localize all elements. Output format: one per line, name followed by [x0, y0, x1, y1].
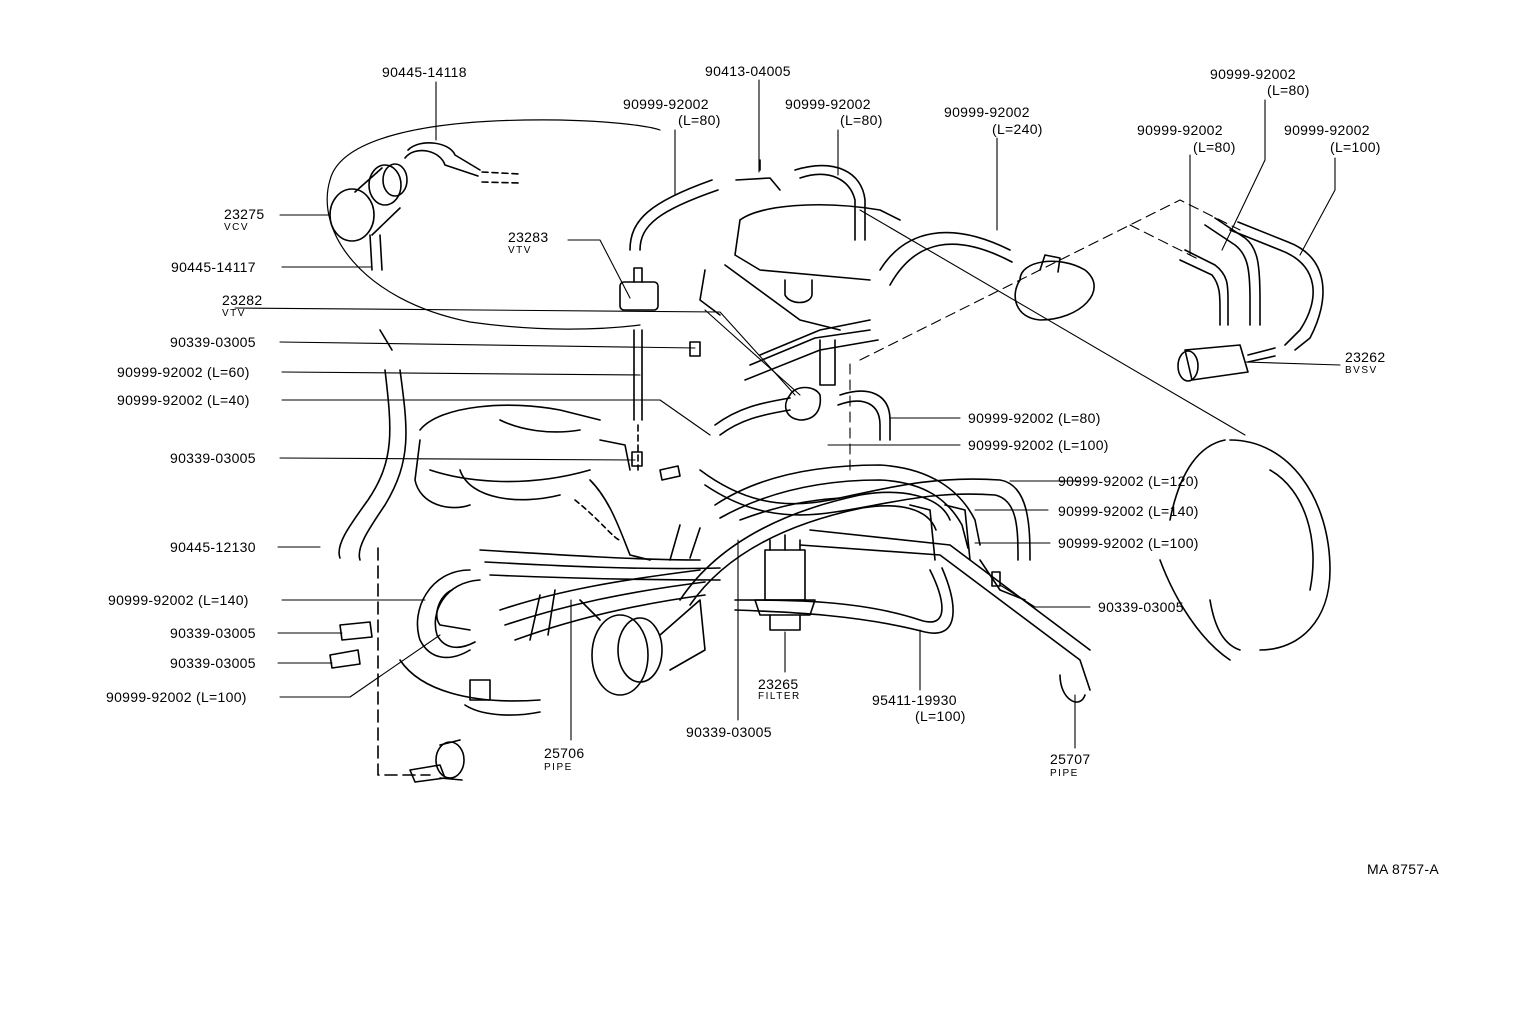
egr-valve-drawing [580, 600, 705, 695]
label-hose-tr-80a-length: (L=80) [1267, 82, 1310, 98]
label-hose-tr-100-length: (L=100) [1330, 139, 1381, 155]
label-clip-right: 90339-03005 [1098, 599, 1184, 615]
label-bvsv: BVSV [1345, 365, 1378, 376]
label-pipe2: PIPE [1050, 768, 1079, 779]
label-vtv2-number: 23282 [222, 292, 263, 308]
label-clip-bottom: 90339-03005 [686, 724, 772, 740]
pipe-bundle-25706 [480, 525, 720, 640]
label-hose-240: 90999-92002 [944, 104, 1030, 120]
label-pipe1-number: 25706 [544, 745, 585, 761]
label-hose-r140: 90999-92002 (L=140) [1058, 503, 1199, 519]
label-vtv2: VTV [222, 308, 246, 319]
label-clip-4: 90339-03005 [170, 655, 256, 671]
carburetor-outline [415, 405, 650, 560]
bvsv-hoses [1178, 218, 1323, 381]
label-filter: FILTER [758, 691, 801, 702]
reference-line [705, 210, 1245, 435]
valve-cover-outline [700, 205, 900, 330]
top-hoses [630, 160, 1094, 320]
label-hose-l40: 90999-92002 (L=40) [117, 392, 250, 408]
vtv-valve-drawing [620, 268, 658, 470]
vacuum-hose-left-loop [339, 370, 430, 775]
hose-clip-marks [632, 342, 1000, 586]
label-hose-l100-left: 90999-92002 (L=100) [106, 689, 247, 705]
air-cleaner-outline [327, 120, 660, 350]
label-filter-number: 23265 [758, 676, 799, 692]
label-90445-14117: 90445-14117 [171, 259, 256, 275]
label-pipe2-number: 25707 [1050, 751, 1091, 767]
label-90445-12130: 90445-12130 [170, 539, 256, 555]
label-hose-tr-80a: 90999-92002 [1210, 66, 1296, 82]
label-95411-19930-length: (L=100) [915, 708, 966, 724]
label-90413-04005: 90413-04005 [705, 63, 791, 79]
label-clip-1: 90339-03005 [170, 334, 256, 350]
label-hose-r80: 90999-92002 (L=80) [968, 410, 1101, 426]
label-hose-top-mid: 90999-92002 [785, 96, 871, 112]
label-hose-top-mid-length: (L=80) [840, 112, 883, 128]
label-vcv: VCV [224, 222, 250, 233]
label-hose-r100b: 90999-92002 (L=100) [1058, 535, 1199, 551]
label-hose-tr-80b: 90999-92002 [1137, 122, 1223, 138]
filter-drawing [755, 535, 815, 630]
label-hose-l60: 90999-92002 (L=60) [117, 364, 250, 380]
transmission-housing-outline [1160, 440, 1330, 660]
union-bolt-drawing [410, 740, 464, 782]
label-hose-l140-left: 90999-92002 (L=140) [108, 592, 249, 608]
label-bvsv-number: 23262 [1345, 349, 1386, 365]
vcv-valve-drawing [330, 143, 520, 270]
label-hose-top-left: 90999-92002 [623, 96, 709, 112]
label-hose-240-length: (L=240) [992, 121, 1043, 137]
label-hose-top-left-length: (L=80) [678, 112, 721, 128]
label-clip-2: 90339-03005 [170, 450, 256, 466]
label-hose-tr-80b-length: (L=80) [1193, 139, 1236, 155]
drawing-code: MA 8757-A [1367, 861, 1439, 877]
central-hose-bundle [680, 320, 1090, 702]
dashed-reference-lines [850, 200, 1240, 470]
label-clip-3: 90339-03005 [170, 625, 256, 641]
leader-lines [235, 80, 1340, 748]
left-lower-hoses [330, 570, 540, 715]
label-vtv1: VTV [508, 245, 532, 256]
label-95411-19930: 95411-19930 [872, 692, 957, 708]
label-hose-r120: 90999-92002 (L=120) [1058, 473, 1199, 489]
label-hose-tr-100: 90999-92002 [1284, 122, 1370, 138]
label-vtv1-number: 23283 [508, 229, 549, 245]
label-pipe1: PIPE [544, 762, 573, 773]
label-vcv-number: 23275 [224, 206, 265, 222]
label-90445-14118: 90445-14118 [382, 64, 467, 80]
label-hose-r100: 90999-92002 (L=100) [968, 437, 1109, 453]
